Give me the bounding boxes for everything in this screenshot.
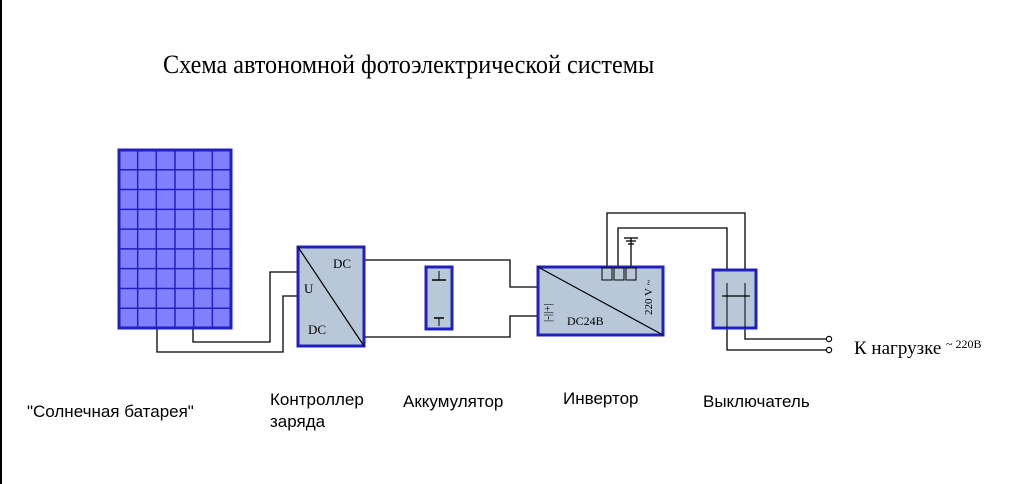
inverter-terminal-1 [601,267,613,281]
charge-controller: DC U DC [296,245,366,348]
ground-symbol [624,237,638,245]
diagram-title: Схема автономной фотоэлектрической систе… [163,50,655,79]
page-left-border [0,0,2,484]
inverter-diagonal [537,266,664,336]
wire-inverter-switch-outer [606,212,746,270]
solar-panel-grid [119,150,231,328]
wire-switch-load-bottom [726,328,826,351]
controller-label: Контроллер заряда [270,389,410,433]
controller-dc-top: DC [333,256,351,271]
load-terminal-top [825,335,833,343]
load-voltage: ~ 220В [946,337,982,351]
wires [156,212,826,353]
switch-label: Выключатель [703,392,810,411]
wire-controller-inverter-bottom [364,315,538,338]
controller-dc-bottom: DC [308,322,326,337]
inverter-terminal-3 [625,267,637,281]
controller-label-line2: заряда [270,412,326,431]
load-terminal-bottom [825,346,833,354]
wire-panel-controller-outer [156,295,298,353]
wire-controller-inverter-top [364,259,538,288]
switch [711,268,758,330]
inverter-ac-text: 220 V ~ [643,279,655,315]
inverter-polarity-text: |-||+| [542,303,554,322]
controller-diagonal [297,246,365,347]
battery-label: Аккумулятор [403,392,504,411]
inverter-label: Инвертор [563,389,639,408]
load-label-text: К нагрузке [854,338,942,359]
inverter: DC24B 220 V ~ |-||+| [536,265,665,337]
solar-panel [117,148,233,330]
wire-inverter-switch-inner [617,227,728,270]
solar-panel-label: "Солнечная батарея" [27,402,194,421]
inverter-dc-text: DC24B [567,314,604,328]
battery [424,265,454,331]
wire-panel-controller-inner [192,271,298,343]
wire-switch-load-top [744,328,826,340]
controller-label-line1: Контроллер [270,390,364,409]
switch-body [711,268,758,330]
controller-u: U [304,281,314,296]
load-label: К нагрузке ~ 220В [854,337,982,360]
load-terminals [825,335,833,354]
inverter-terminal-2 [613,267,625,281]
